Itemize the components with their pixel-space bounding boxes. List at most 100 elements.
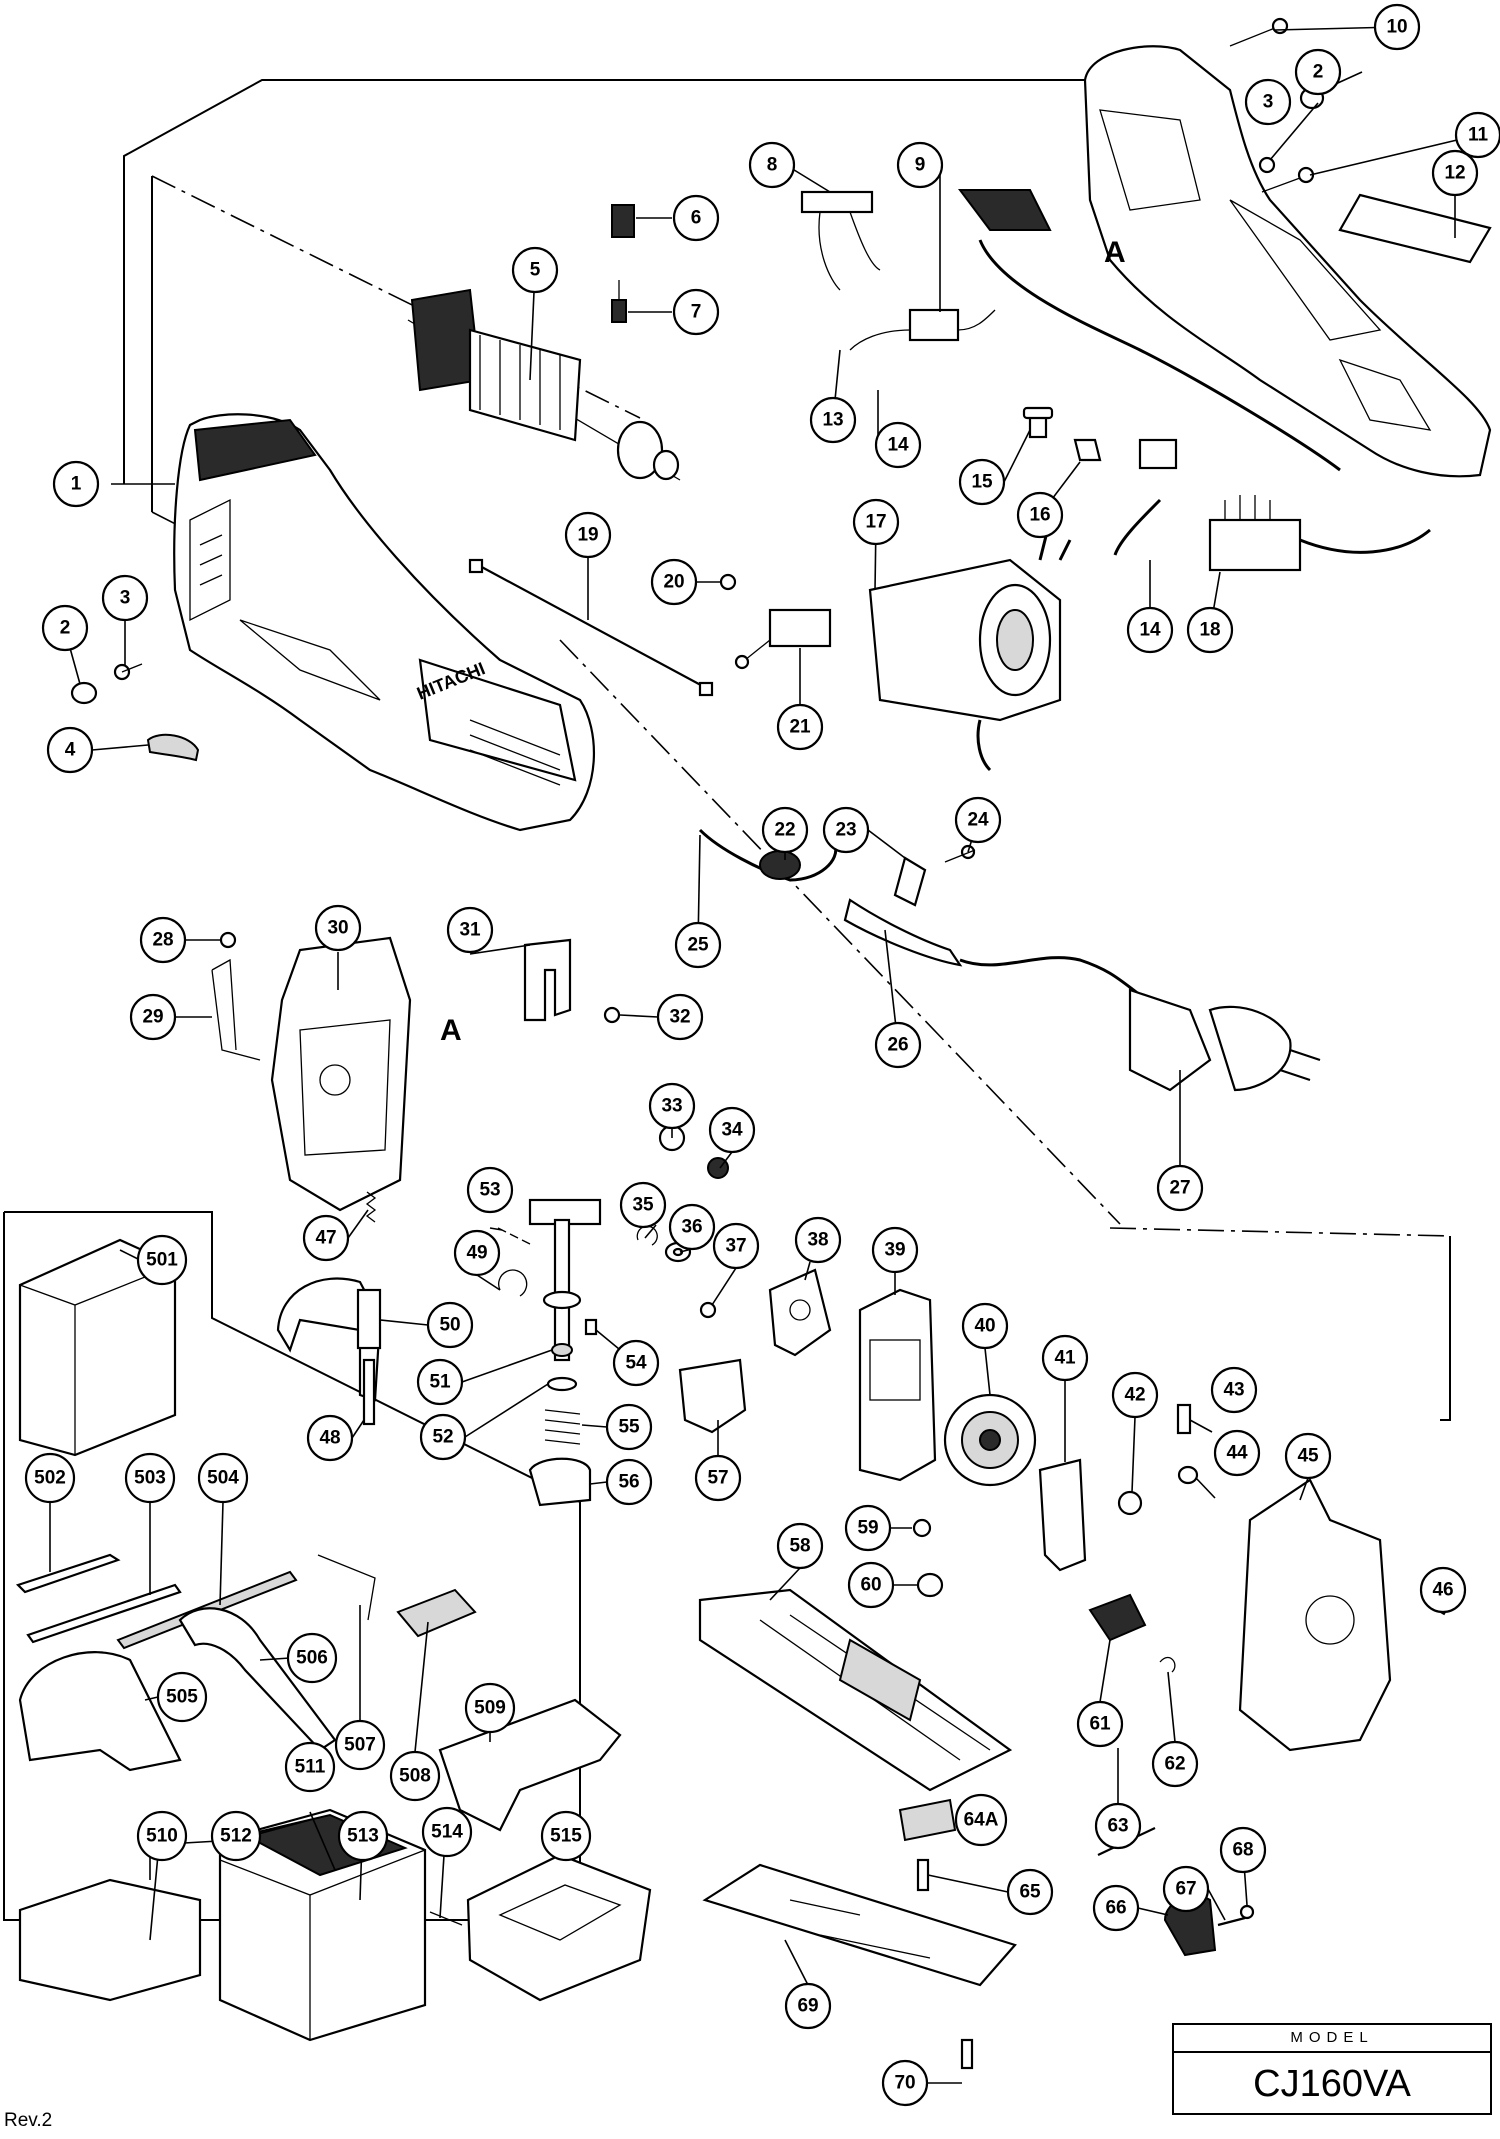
callout-14-lower: 14 (1126, 606, 1174, 654)
guide-plate (858, 1288, 937, 1482)
callout-35: 35 (619, 1181, 667, 1229)
callout-label: 510 (146, 1826, 178, 1847)
callout-10: 10 (1373, 3, 1421, 51)
callout-label: 33 (661, 1096, 682, 1117)
callout-5: 5 (511, 246, 559, 294)
reference-mark-a-upper: A (1104, 236, 1126, 269)
callout-label: 62 (1164, 1754, 1185, 1775)
callout-2-right: 2 (1294, 48, 1342, 96)
callout-label: 47 (315, 1228, 336, 1249)
callout-label: 29 (142, 1007, 163, 1028)
callout-label: 10 (1386, 17, 1407, 38)
callout-label: 43 (1223, 1380, 1244, 1401)
controller (1113, 438, 1431, 572)
pin-48 (362, 1358, 376, 1426)
callout-27: 27 (1156, 1164, 1204, 1212)
callout-42: 42 (1111, 1371, 1159, 1419)
callout-512: 512 (210, 1810, 262, 1862)
callout-64a: 64A (954, 1793, 1008, 1847)
housing-left: HITACHI (173, 413, 595, 832)
callout-3-right: 3 (1244, 78, 1292, 126)
callout-7: 7 (672, 288, 720, 336)
callout-label: 57 (707, 1468, 728, 1489)
rubber-51 (551, 1343, 573, 1357)
callout-label: 506 (296, 1648, 328, 1669)
callout-label: 30 (327, 918, 348, 939)
callout-label: 21 (789, 717, 811, 738)
callout-label: 4 (65, 740, 76, 761)
clip-64a (898, 1798, 957, 1842)
callout-label: 40 (974, 1316, 995, 1337)
callout-label: 25 (687, 935, 709, 956)
callout-label: 2 (60, 618, 71, 639)
revision-label: Rev.2 (4, 2110, 53, 2131)
washer-42 (1117, 1490, 1143, 1516)
callout-60: 60 (847, 1561, 895, 1609)
callout-label: 23 (835, 820, 856, 841)
callout-label: 53 (479, 1180, 500, 1201)
handle-cover (958, 45, 1492, 478)
callout-33: 33 (648, 1082, 696, 1130)
callout-31: 31 (446, 906, 494, 954)
callout-24: 24 (954, 796, 1002, 844)
callout-15: 15 (958, 458, 1006, 506)
callout-61: 61 (1076, 1700, 1124, 1748)
switch (734, 608, 832, 670)
callout-label: 55 (618, 1417, 640, 1438)
callout-label: 28 (152, 930, 173, 951)
callout-label: 42 (1124, 1385, 1145, 1406)
callout-8: 8 (748, 141, 796, 189)
callout-68: 68 (1219, 1826, 1267, 1874)
parallel-guide (438, 1698, 622, 1832)
stator (868, 519, 1072, 772)
screw-59 (912, 1518, 932, 1538)
spring-rod (468, 558, 714, 697)
screw-left (113, 663, 143, 681)
callout-3-left: 3 (101, 574, 149, 622)
callout-label: 66 (1105, 1898, 1126, 1919)
callout-59: 59 (844, 1504, 892, 1552)
callout-label: 15 (971, 472, 993, 493)
model-box: MODEL CJ160VA (1172, 2023, 1492, 2115)
callout-label: 52 (432, 1427, 453, 1448)
callout-515: 515 (540, 1810, 592, 1862)
callout-label: 38 (807, 1230, 828, 1251)
case-lid (18, 1878, 202, 2002)
lever-61 (1088, 1593, 1147, 1642)
callout-label: 36 (681, 1217, 702, 1238)
callout-label: 501 (146, 1250, 178, 1271)
callout-label: 60 (860, 1575, 881, 1596)
callout-label: 54 (625, 1353, 647, 1374)
screw-65 (916, 1858, 930, 1892)
callout-label: 22 (774, 820, 795, 841)
callout-label: 505 (166, 1687, 198, 1708)
callout-4: 4 (46, 726, 94, 774)
callout-41: 41 (1041, 1334, 1089, 1382)
callout-52: 52 (419, 1413, 467, 1461)
callout-55: 55 (605, 1403, 653, 1451)
callout-label: 507 (344, 1735, 376, 1756)
callout-label: 46 (1432, 1580, 1453, 1601)
callout-label: 20 (663, 572, 684, 593)
callout-label: 32 (669, 1007, 690, 1028)
callout-label: 58 (789, 1536, 810, 1557)
screw-70 (960, 2038, 974, 2070)
wire-clip (211, 958, 261, 1061)
callout-510: 510 (136, 1810, 188, 1862)
blade-503 (26, 1583, 182, 1644)
spring-55 (544, 1409, 581, 1445)
callout-16: 16 (1016, 491, 1064, 539)
callout-502: 502 (24, 1452, 76, 1504)
callout-label: 7 (691, 302, 702, 323)
armature (407, 288, 681, 481)
callout-36: 36 (668, 1203, 716, 1251)
callout-label: 61 (1089, 1714, 1111, 1735)
blade-guide (523, 938, 572, 1022)
carbon-brush (611, 280, 627, 323)
callout-13: 13 (809, 396, 857, 444)
callout-label: 48 (319, 1428, 340, 1449)
callout-label: 12 (1444, 163, 1465, 184)
callout-513: 513 (337, 1810, 389, 1862)
callout-label: 49 (466, 1243, 487, 1264)
callout-58: 58 (776, 1522, 824, 1570)
